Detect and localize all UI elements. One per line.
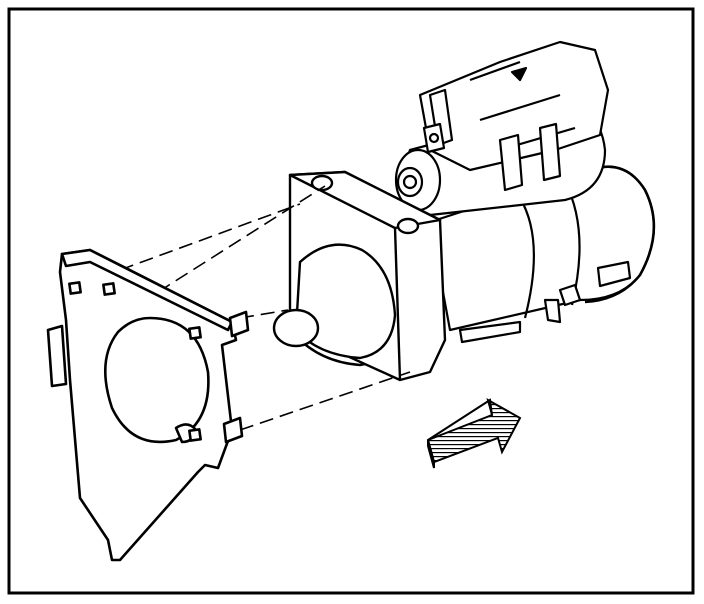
arrow-top (427, 398, 493, 441)
arrow-right-up-icon (426, 397, 522, 469)
slot-3 (188, 326, 202, 340)
mount-hole-upper-right (396, 217, 420, 235)
mount-block-edge (393, 227, 402, 381)
alignment-line-3 (239, 309, 289, 319)
mount-hole-upper-left (310, 174, 334, 192)
left-tab (46, 324, 68, 388)
side-tab-1 (228, 310, 250, 338)
through-bolt-2 (543, 298, 562, 324)
through-bolt-1 (458, 320, 522, 344)
connector-latch-2 (538, 122, 562, 182)
alignment-lines (119, 185, 411, 431)
solenoid-assembly (394, 40, 610, 217)
slot-1 (68, 281, 82, 295)
alignment-line-4 (239, 371, 411, 431)
connector-housing (418, 40, 610, 172)
motor-end-cap (584, 165, 656, 304)
triangle-mark (510, 66, 528, 82)
pinion-gear (272, 308, 320, 348)
mount-stud (596, 260, 632, 288)
housing-seam-1 (519, 197, 535, 319)
nose-dome (294, 243, 397, 360)
heat-shield (46, 248, 250, 562)
alignment-line-2 (157, 185, 326, 293)
connector-latch (498, 133, 524, 192)
slot-2 (102, 282, 116, 296)
drive-end-housing (272, 170, 447, 382)
shield-cutout (103, 316, 210, 444)
terminal-nut (402, 174, 418, 190)
slot-4 (188, 428, 202, 442)
side-tab-2 (222, 416, 244, 444)
arrow-edge (427, 439, 435, 469)
terminal-stud (558, 283, 582, 307)
alignment-line-1 (119, 203, 301, 271)
figure-border (7, 7, 695, 595)
shield-flange (60, 248, 234, 332)
lug-hole (428, 132, 440, 144)
